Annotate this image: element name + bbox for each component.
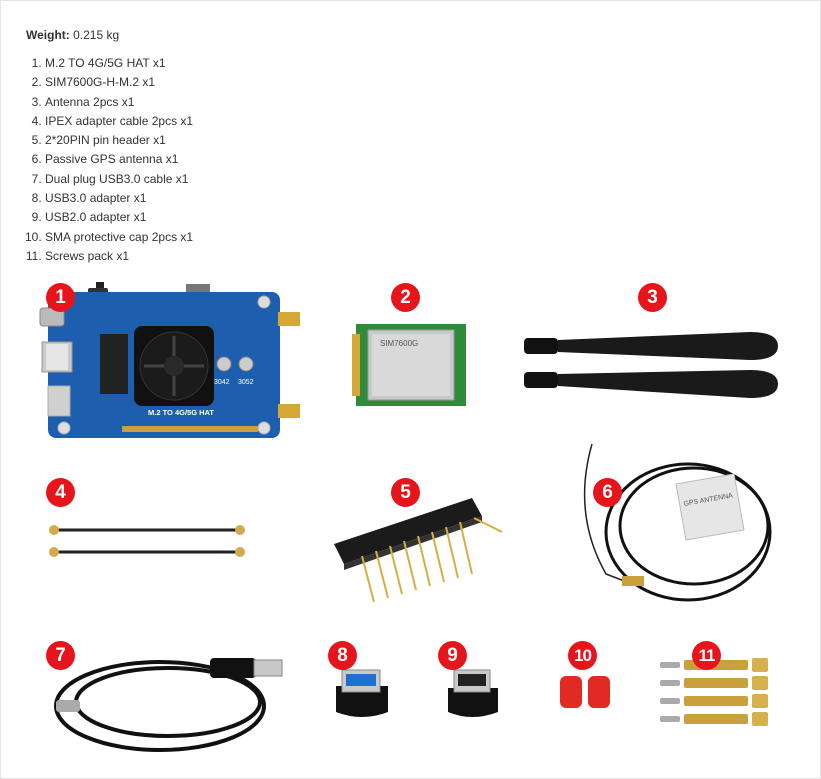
usb2-adapter-photo — [448, 669, 498, 717]
list-item: Dual plug USB3.0 cable x1 — [45, 170, 193, 189]
badge-4: 4 — [46, 478, 75, 507]
m2-module-photo: SIM7600G — [352, 324, 466, 406]
usb3-adapter-photo — [336, 669, 388, 717]
list-item: 2*20PIN pin header x1 — [45, 131, 193, 150]
package-content-list: M.2 TO 4G/5G HAT x1 SIM7600G-H-M.2 x1 An… — [26, 54, 193, 266]
badge-11: 11 — [692, 641, 721, 670]
usb-cable-photo — [54, 658, 283, 752]
badge-2: 2 — [391, 283, 420, 312]
list-item: M.2 TO 4G/5G HAT x1 — [45, 54, 193, 73]
badge-10: 10 — [568, 641, 597, 670]
slot-3052-label: 3052 — [238, 379, 254, 386]
badge-3: 3 — [638, 283, 667, 312]
badge-7: 7 — [46, 641, 75, 670]
screws-pack-photo — [660, 658, 768, 726]
weight-label: Weight: — [26, 28, 70, 42]
board-label: M.2 TO 4G/5G HAT — [148, 408, 214, 417]
list-item: Antenna 2pcs x1 — [45, 93, 193, 112]
list-item: SIM7600G-H-M.2 x1 — [45, 73, 193, 92]
module-label: SIM7600G — [380, 339, 418, 348]
slot-3042-label: 3042 — [214, 379, 230, 386]
badge-9: 9 — [438, 641, 467, 670]
list-item: IPEX adapter cable 2pcs x1 — [45, 112, 193, 131]
list-item: Passive GPS antenna x1 — [45, 150, 193, 169]
antennas-photo — [524, 332, 778, 398]
list-item: USB2.0 adapter x1 — [45, 208, 193, 227]
badge-1: 1 — [46, 283, 75, 312]
sma-caps-photo — [560, 676, 610, 708]
badge-6: 6 — [593, 478, 622, 507]
list-item: SMA protective cap 2pcs x1 — [45, 228, 193, 247]
hat-board-photo: 3042 3052 M.2 TO 4G/5G HAT — [39, 282, 300, 438]
list-item: Screws pack x1 — [45, 247, 193, 266]
gps-antenna-photo: GPS ANTENNA — [583, 443, 772, 602]
weight-line: Weight: 0.215 kg — [26, 28, 119, 42]
weight-value: 0.215 kg — [73, 28, 120, 42]
pin-header-photo — [334, 498, 503, 603]
badge-8: 8 — [328, 641, 357, 670]
badge-5: 5 — [391, 478, 420, 507]
list-item: USB3.0 adapter x1 — [45, 189, 193, 208]
ipex-cables-photo — [49, 525, 245, 557]
